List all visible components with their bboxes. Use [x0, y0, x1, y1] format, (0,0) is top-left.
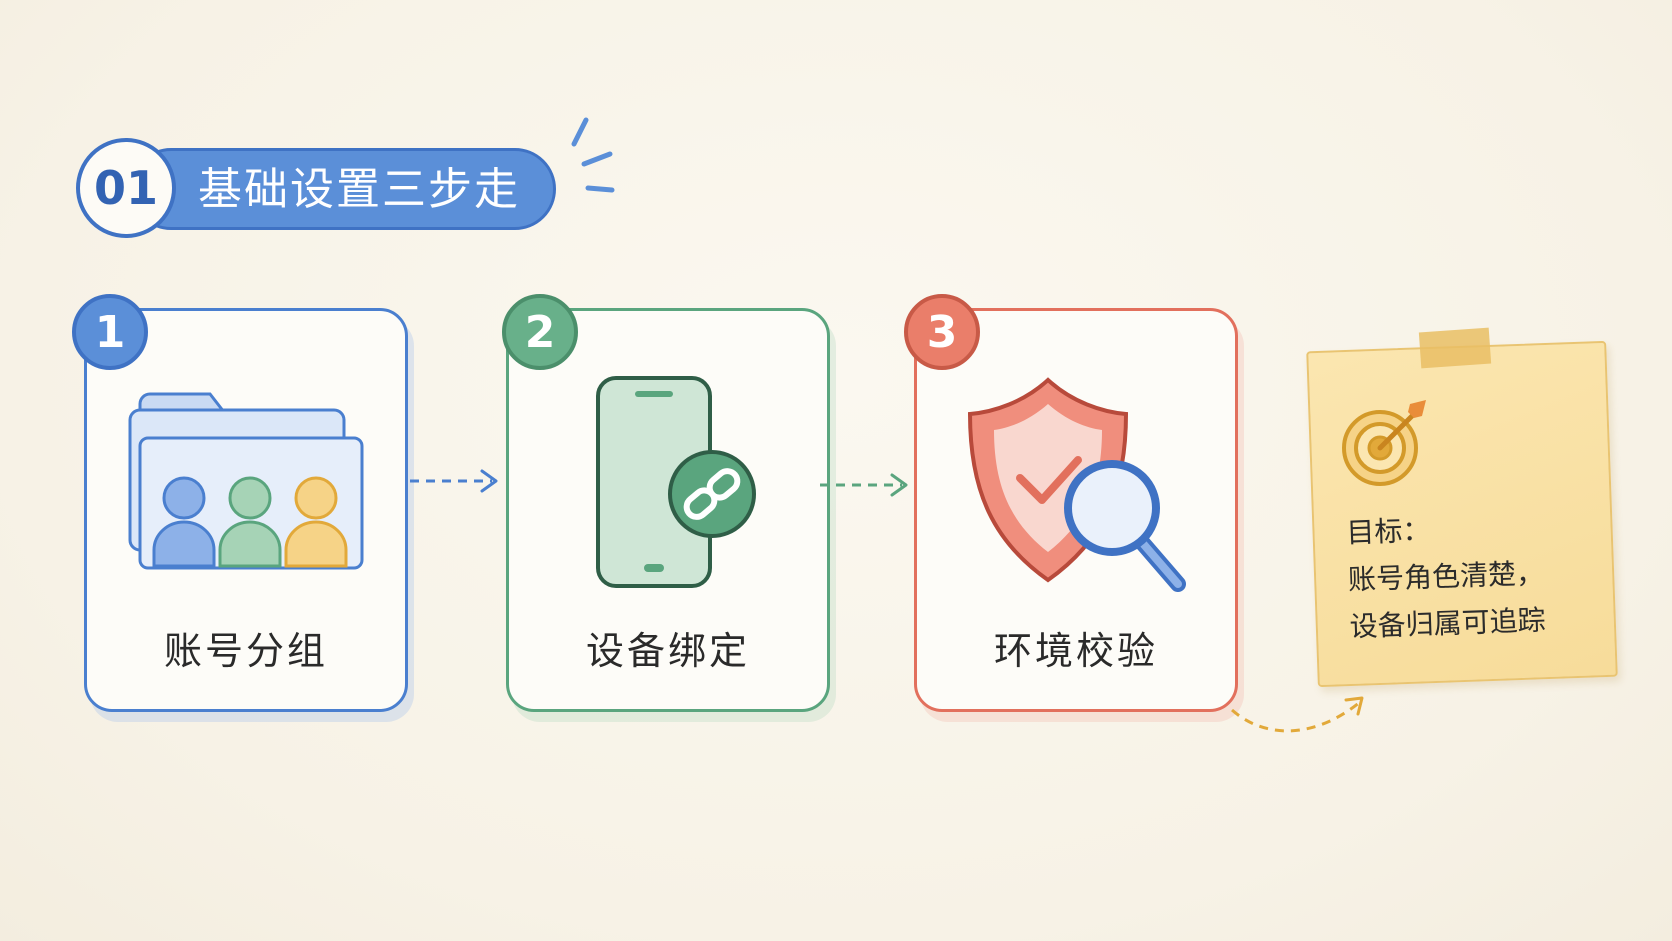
header-number: 01 [93, 161, 158, 215]
shield-check-search-icon [967, 377, 1186, 592]
header-number-badge: 01 [76, 138, 176, 238]
emphasis-lines-icon [571, 117, 615, 193]
goal-line-1: 账号角色清楚， [1347, 556, 1545, 597]
phone-link-icon [596, 376, 756, 588]
goal-line-2: 设备归属可追踪 [1349, 603, 1547, 644]
goal-title: 目标： [1345, 513, 1431, 550]
step-1-badge: 1 [72, 294, 148, 370]
folder-users-icon [128, 392, 364, 570]
step-1-label: 账号分组 [163, 629, 328, 673]
step-3-badge: 3 [904, 294, 980, 370]
target-icon [1342, 400, 1426, 486]
goal-text: 目标： 账号角色清楚， 设备归属可追踪 [1346, 503, 1547, 651]
header-title: 基础设置三步走 [198, 164, 520, 215]
arrow-3-to-goal [1231, 696, 1364, 733]
step-2-label: 设备绑定 [585, 629, 750, 673]
step-3-label: 环境校验 [993, 629, 1158, 673]
step-2-number: 2 [524, 306, 556, 358]
step-3-number: 3 [926, 306, 958, 358]
note-tape [1418, 327, 1492, 369]
arrow-2-to-3 [820, 473, 908, 497]
step-2-badge: 2 [502, 294, 578, 370]
step-1-number: 1 [94, 306, 126, 358]
header-banner [130, 148, 556, 230]
arrow-1-to-2 [410, 469, 498, 493]
